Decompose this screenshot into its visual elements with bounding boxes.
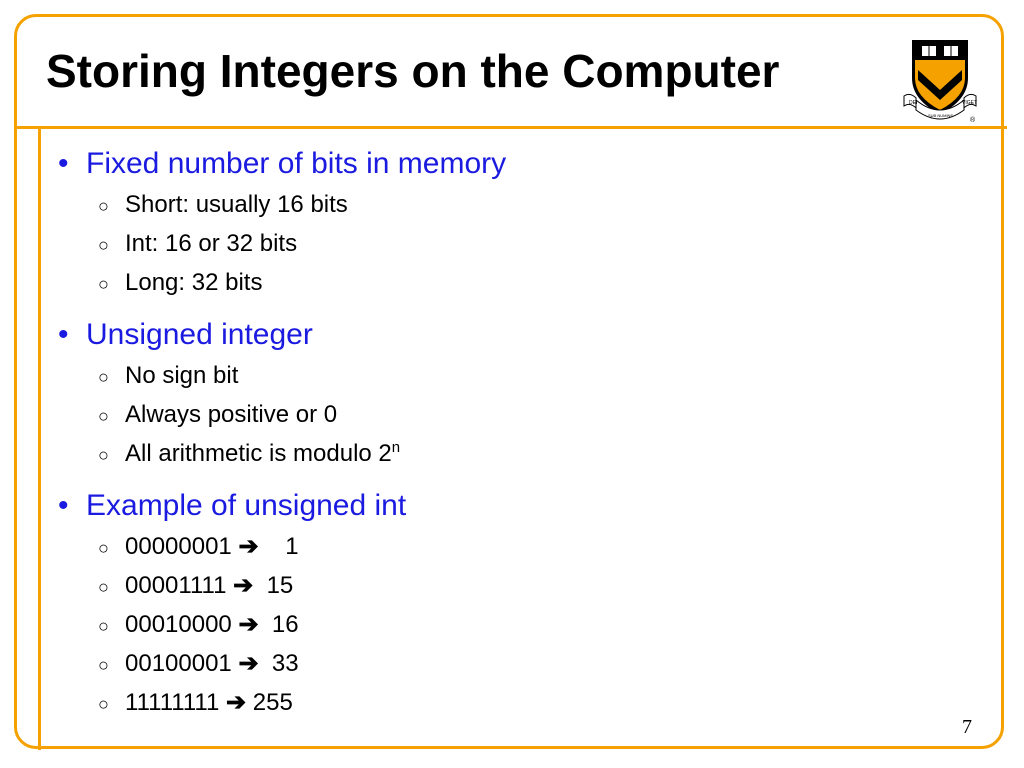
slide-frame <box>14 14 1004 749</box>
registered-mark: ® <box>970 116 976 124</box>
decimal-value: 1 <box>285 533 299 560</box>
left-divider <box>38 126 41 750</box>
arrow-right-icon: ➔ <box>233 572 254 599</box>
circle-bullet-icon: ○ <box>98 616 109 636</box>
logo-motto-center: SUB NUMINE <box>928 113 953 118</box>
logo-motto-right: VIGET <box>962 100 977 106</box>
binary-value: 00001111 <box>125 572 227 599</box>
binary-value: 11111111 <box>125 689 220 716</box>
bullet-icon: • <box>58 147 69 180</box>
binary-value: 00010000 <box>125 611 232 638</box>
decimal-value: 33 <box>271 650 299 677</box>
arrow-right-icon: ➔ <box>238 611 259 638</box>
sub-bullet-text: All arithmetic is modulo 2n <box>125 435 400 473</box>
decimal-value: 16 <box>271 611 299 638</box>
circle-bullet-icon: ○ <box>98 655 109 675</box>
bullet-text: Fixed number of bits in memory <box>86 147 507 180</box>
sub-bullet-text: Always positive or 0 <box>125 401 338 428</box>
example-row: ○ 00010000 ➔ 16 <box>98 606 958 645</box>
circle-bullet-icon: ○ <box>98 406 109 426</box>
bullet-group-fixed-bits: • Fixed number of bits in memory ○ Short… <box>58 146 958 303</box>
bullet-item: • Fixed number of bits in memory <box>58 146 958 182</box>
sub-bullet-item: ○ Int: 16 or 32 bits <box>98 225 958 264</box>
arrow-right-icon: ➔ <box>225 689 247 716</box>
circle-bullet-icon: ○ <box>98 274 109 294</box>
circle-bullet-icon: ○ <box>98 196 109 216</box>
example-row: ○ 00001111 ➔ 15 <box>98 567 958 606</box>
circle-bullet-icon: ○ <box>98 577 109 597</box>
modulo-text: All arithmetic is modulo 2 <box>125 440 392 467</box>
circle-bullet-icon: ○ <box>98 694 109 714</box>
circle-bullet-icon: ○ <box>98 538 109 558</box>
exponent: n <box>391 439 401 456</box>
arrow-right-icon: ➔ <box>238 533 259 560</box>
bullet-icon: • <box>58 489 69 522</box>
binary-value: 00000001 <box>125 533 232 560</box>
circle-bullet-icon: ○ <box>98 235 109 255</box>
bullet-item: • Example of unsigned int <box>58 488 958 524</box>
arrow-right-icon: ➔ <box>238 650 259 677</box>
slide-title: Storing Integers on the Computer <box>46 45 780 97</box>
sub-bullet-text: Int: 16 or 32 bits <box>125 230 298 257</box>
sub-bullet-item: ○ Long: 32 bits <box>98 264 958 303</box>
page-number: 7 <box>962 716 972 738</box>
binary-value: 00100001 <box>125 650 232 677</box>
princeton-shield-logo: DEI SUB NUMINE VIGET ® <box>903 40 977 124</box>
example-row: ○ 00100001 ➔ 33 <box>98 645 958 684</box>
sub-bullet-item: ○ Always positive or 0 <box>98 396 958 435</box>
sub-bullet-text: Long: 32 bits <box>125 269 263 296</box>
example-row: ○ 00000001 ➔ 1 <box>98 528 958 567</box>
sub-bullet-item: ○ Short: usually 16 bits <box>98 186 958 225</box>
sub-bullet-text: No sign bit <box>125 362 239 389</box>
title-divider <box>14 126 1007 129</box>
bullet-item: • Unsigned integer <box>58 317 958 353</box>
circle-bullet-icon: ○ <box>98 445 109 465</box>
bullet-text: Unsigned integer <box>86 318 313 351</box>
bullet-icon: • <box>58 318 69 351</box>
logo-motto-left: DEI <box>909 100 917 106</box>
sub-bullet-text: Short: usually 16 bits <box>125 191 348 218</box>
bullet-group-example: • Example of unsigned int ○ 00000001 ➔ 1… <box>58 488 958 723</box>
decimal-value: 15 <box>266 572 294 599</box>
sub-bullet-item: ○ No sign bit <box>98 357 958 396</box>
slide-content: • Fixed number of bits in memory ○ Short… <box>58 146 958 737</box>
decimal-value: 255 <box>252 689 293 716</box>
bullet-text: Example of unsigned int <box>86 489 407 522</box>
circle-bullet-icon: ○ <box>98 367 109 387</box>
example-row: ○ 11111111 ➔ 255 <box>98 684 958 723</box>
bullet-group-unsigned: • Unsigned integer ○ No sign bit ○ Alway… <box>58 317 958 474</box>
sub-bullet-item: ○ All arithmetic is modulo 2n <box>98 435 958 474</box>
